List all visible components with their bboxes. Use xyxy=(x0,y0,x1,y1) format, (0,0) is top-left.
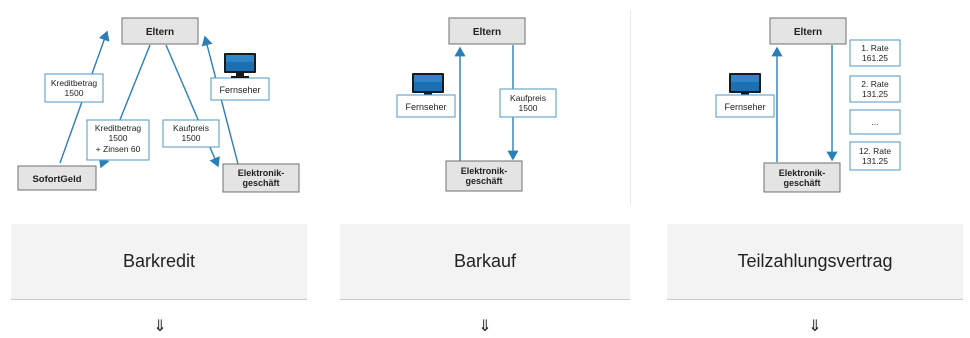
arrow-eltern-to-elektronik xyxy=(165,44,220,168)
rate-box-12: 12. Rate 131.25 xyxy=(849,141,901,171)
television-icon xyxy=(412,73,444,98)
expand-arrow-barkredit[interactable]: ⇓ xyxy=(153,316,167,335)
svg-text:+ Zinsen 60: + Zinsen 60 xyxy=(96,144,141,154)
expand-arrow-teilzahlungsvertrag[interactable]: ⇓ xyxy=(808,316,822,335)
svg-text:Eltern: Eltern xyxy=(794,27,822,38)
node-elektronikgeschaeft: Elektronik- geschäft xyxy=(445,160,523,192)
svg-text:geschäft: geschäft xyxy=(783,178,820,188)
panel-label-barkauf[interactable]: Barkauf xyxy=(340,224,630,300)
panel-label-barkredit[interactable]: Barkredit xyxy=(11,224,307,300)
svg-text:131.25: 131.25 xyxy=(862,89,888,99)
label-kaufpreis: Kaufpreis 1500 xyxy=(499,88,557,118)
svg-text:Kaufpreis: Kaufpreis xyxy=(173,123,209,133)
rate-box-2: 2. Rate 131.25 xyxy=(849,75,901,103)
label-kreditbetrag-zinsen: Kreditbetrag 1500 + Zinsen 60 xyxy=(86,119,150,161)
svg-text:Elektronik-: Elektronik- xyxy=(779,168,826,178)
svg-text:161.25: 161.25 xyxy=(862,53,888,63)
diagram-teilzahlungsvertrag: Eltern Fernseher Elektronik- geschäft 1.… xyxy=(680,0,970,205)
svg-text:geschäft: geschäft xyxy=(242,178,279,188)
node-elektronikgeschaeft: Elektronik- geschäft xyxy=(763,162,841,193)
node-fernseher: Fernseher xyxy=(396,94,456,118)
diagram-barkredit: Eltern Kreditbetrag 1500 Kreditbetrag 15… xyxy=(0,0,318,205)
svg-text:...: ... xyxy=(871,117,878,127)
node-eltern: Eltern xyxy=(121,17,199,45)
svg-text:12. Rate: 12. Rate xyxy=(859,146,891,156)
node-elektronikgeschaeft: Elektronik- geschäft xyxy=(222,163,300,193)
television-icon xyxy=(224,53,256,78)
divider xyxy=(630,10,631,205)
svg-text:2. Rate: 2. Rate xyxy=(861,79,889,89)
panel-label-teilzahlungsvertrag[interactable]: Teilzahlungsvertrag xyxy=(667,224,963,300)
svg-text:Kreditbetrag: Kreditbetrag xyxy=(95,123,142,133)
svg-text:SofortGeld: SofortGeld xyxy=(32,174,81,185)
rate-box-1: 1. Rate 161.25 xyxy=(849,39,901,67)
node-fernseher: Fernseher xyxy=(210,77,270,101)
svg-text:Eltern: Eltern xyxy=(473,27,501,38)
svg-text:131.25: 131.25 xyxy=(862,156,888,166)
node-eltern: Eltern xyxy=(448,17,526,45)
svg-text:1500: 1500 xyxy=(519,103,538,113)
diagram-barkauf: Eltern Fernseher Kaufpreis 1500 Elektron… xyxy=(340,0,630,205)
svg-text:1. Rate: 1. Rate xyxy=(861,43,889,53)
node-fernseher: Fernseher xyxy=(715,94,775,118)
svg-text:1500: 1500 xyxy=(65,88,84,98)
svg-text:Fernseher: Fernseher xyxy=(724,102,765,112)
svg-text:1500: 1500 xyxy=(182,133,201,143)
svg-text:Elektronik-: Elektronik- xyxy=(238,168,285,178)
svg-text:Elektronik-: Elektronik- xyxy=(461,166,508,176)
svg-text:Eltern: Eltern xyxy=(146,27,174,38)
panel-label-text: Teilzahlungsvertrag xyxy=(737,251,893,271)
svg-text:1500: 1500 xyxy=(109,133,128,143)
svg-text:Fernseher: Fernseher xyxy=(219,85,260,95)
panel-label-text: Barkredit xyxy=(122,251,196,271)
television-icon xyxy=(729,73,761,98)
svg-text:Fernseher: Fernseher xyxy=(405,102,446,112)
svg-text:Kaufpreis: Kaufpreis xyxy=(510,93,546,103)
node-eltern: Eltern xyxy=(769,17,847,45)
node-sofortgeld: SofortGeld xyxy=(17,165,97,191)
svg-text:geschäft: geschäft xyxy=(465,176,502,186)
label-kaufpreis: Kaufpreis 1500 xyxy=(162,119,220,148)
svg-text:Kreditbetrag: Kreditbetrag xyxy=(51,78,98,88)
label-kreditbetrag-left: Kreditbetrag 1500 xyxy=(44,73,104,103)
panel-label-text: Barkauf xyxy=(453,251,517,271)
expand-arrow-barkauf[interactable]: ⇓ xyxy=(478,316,492,335)
rate-box-ellipsis: ... xyxy=(849,109,901,135)
